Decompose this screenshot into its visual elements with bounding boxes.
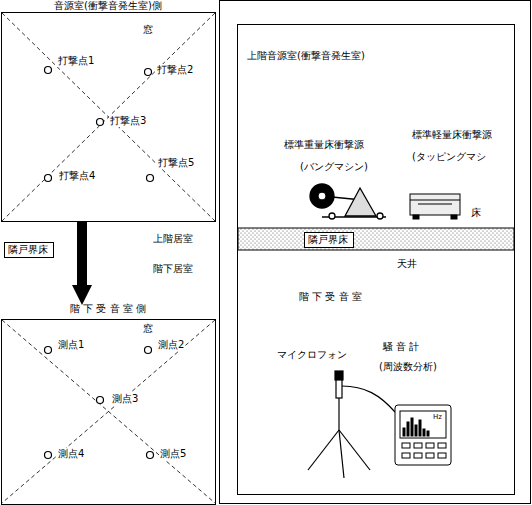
drawing-part [410, 194, 460, 215]
drawing-part [403, 418, 429, 436]
drawing-part [329, 213, 335, 219]
measure-point-label: 測点5 [159, 448, 187, 460]
drawing-part [2, 320, 215, 503]
impact-point-label: 打撃点5 [157, 157, 195, 169]
drawing-part [145, 69, 152, 76]
drawing-part [45, 175, 52, 182]
source-room-plan: 音源室(衝撃音発生室)側 [0, 0, 216, 222]
impact-point-label: 打撃点1 [57, 55, 95, 67]
drawing-part [427, 431, 429, 436]
drawing-part [426, 443, 434, 448]
drawing-part [377, 213, 383, 219]
plan-diagonals [2, 13, 215, 503]
drawing-part [402, 443, 410, 448]
device-label: 騒 音 計 [382, 341, 420, 353]
bang-machine [310, 184, 386, 219]
measure-point-circles [45, 67, 154, 459]
drawing-part [395, 405, 451, 465]
impact-point-label: 打撃点4 [58, 170, 96, 182]
drawing-part [402, 453, 410, 458]
drawing-part [339, 430, 370, 470]
floor-slab [238, 228, 514, 250]
drawing-part [451, 215, 457, 219]
window-label: 窓 [142, 24, 154, 36]
flow-arrow [77, 222, 87, 285]
impact-point-label: 打撃点2 [156, 64, 194, 76]
drawing-part [310, 184, 334, 208]
drawing-part [345, 188, 376, 216]
drawing-part [413, 215, 419, 219]
device-label: (周波数分析) [378, 361, 438, 373]
drawing-part [407, 422, 409, 436]
measure-point-label: 測点4 [57, 448, 85, 460]
unit-label: Hz [432, 413, 443, 421]
drawing-part [45, 67, 52, 74]
drawing-part [338, 398, 339, 430]
drawing-part [336, 380, 342, 398]
measure-point-label: 測点2 [157, 339, 185, 351]
drawing-part [220, 1, 531, 504]
drawing-part [423, 429, 425, 436]
device-label: (タッピングマシ [411, 151, 487, 163]
drawing-part [145, 347, 152, 354]
room-label: 階下居室 [152, 263, 194, 275]
receiving-room-plan: 階 下 受 音 室 側 [0, 303, 216, 505]
drawing-part [147, 452, 154, 459]
part-label: 床 [470, 207, 482, 219]
drawing-part [410, 200, 460, 201]
drawing-part [415, 425, 417, 436]
section-frames [220, 1, 531, 504]
drawing-part [97, 119, 104, 126]
measure-point-label: 測点1 [57, 339, 85, 351]
drawing-part [414, 443, 422, 448]
room-label: 階 下 受 音 室 [298, 291, 363, 303]
impact-point-label: 打撃点3 [109, 115, 147, 127]
floor-label-box: 隣戸界床 [4, 242, 54, 258]
drawing-part [438, 443, 446, 448]
drawing-part [97, 397, 104, 404]
room-label: 上階居室 [152, 233, 194, 245]
drawing-part [438, 453, 446, 458]
box-text: 隣戸界床 [8, 244, 50, 256]
sound-level-meter [395, 405, 451, 465]
room-heading: 音源室(衝撃音発生室)側 [0, 0, 216, 12]
drawing-part [335, 371, 343, 380]
microphone-tripod [308, 371, 395, 478]
drawing-part [419, 420, 421, 436]
floor-label-box: 隣戸界床 [304, 232, 354, 248]
drawing-part [318, 192, 326, 200]
device-label: 標準軽量床衝撃源 [411, 129, 493, 141]
window-label: 窓 [142, 323, 154, 335]
box-text: 隣戸界床 [308, 234, 350, 246]
drawing-part [147, 175, 154, 182]
drawing-part [342, 386, 395, 412]
device-label: 標準重量床衝撃源 [283, 139, 365, 151]
measure-point-label: 測点3 [111, 393, 139, 405]
room-label: 上階音源室(衝撃音発生室) [246, 50, 366, 62]
part-label: 天井 [396, 258, 418, 270]
drawing-part [2, 13, 215, 221]
device-label: マイクロフォン [276, 349, 348, 361]
device-label: (バングマシン) [299, 161, 369, 173]
drawing-part [308, 430, 339, 470]
drawing-part [411, 418, 413, 436]
drawing-part [45, 347, 52, 354]
drawing-part [2, 320, 215, 503]
drawing-part [238, 25, 515, 495]
room-heading: 階 下 受 音 室 側 [0, 303, 216, 315]
drawing-part [45, 452, 52, 459]
drawing-part [339, 430, 344, 478]
drawing-part [418, 204, 452, 205]
tapping-machine [410, 194, 460, 219]
drawing-part [402, 443, 446, 458]
drawing-part [403, 428, 405, 436]
drawing-part [2, 13, 215, 221]
drawing-part [426, 453, 434, 458]
drawing-part [414, 453, 422, 458]
drawing-part [400, 411, 446, 438]
